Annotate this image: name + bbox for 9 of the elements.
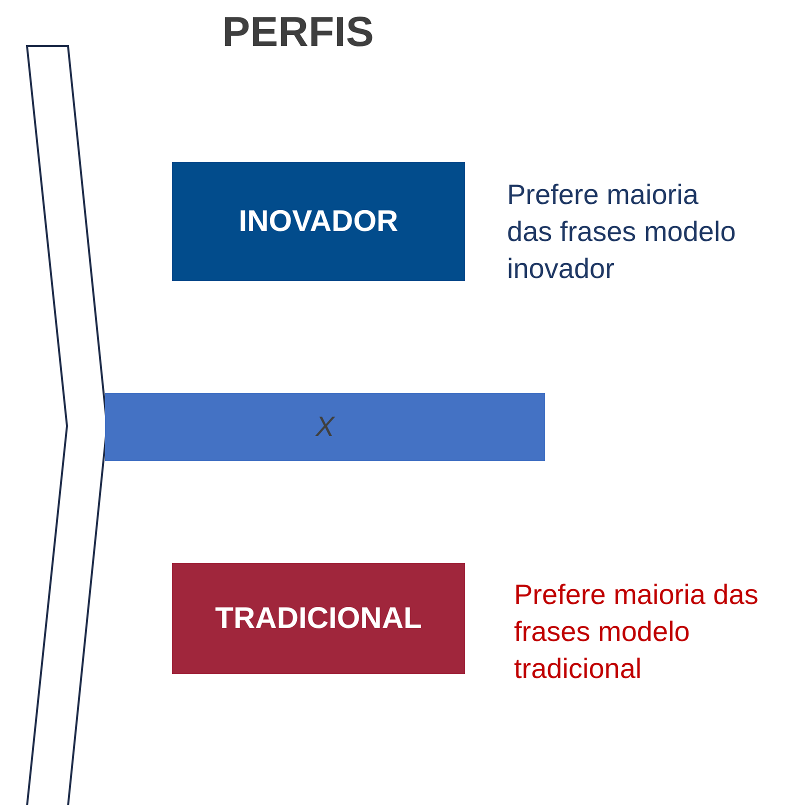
profile-box <box>172 162 465 281</box>
box-label: INOVADOR <box>238 204 398 238</box>
note-text: Prefere maioria das frases modelo tradicional <box>514 578 760 686</box>
note-text: Prefere maioria das frases modelo inovador <box>507 178 737 286</box>
axis-bar <box>105 393 545 461</box>
profile-box <box>172 563 465 674</box>
title: PERFIS <box>221 8 375 56</box>
box-label: TRADICIONAL <box>215 602 422 636</box>
box-label: X <box>316 411 334 443</box>
